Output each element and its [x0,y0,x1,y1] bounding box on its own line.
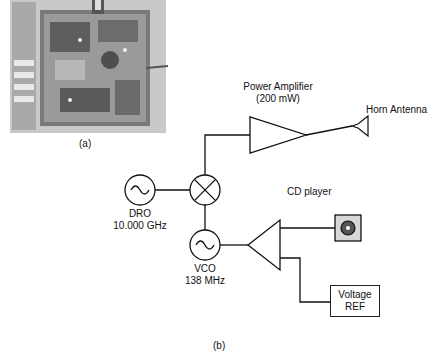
node-label: VCO [194,263,216,275]
cd-box [335,215,361,241]
cd-player: CD player [335,215,361,241]
mixer-symbol [190,175,220,205]
shape-outline [335,215,361,241]
voltage-ref-box: Voltage REF [330,285,380,317]
panel-label: (a) [79,138,91,150]
wire [155,135,335,302]
shape-outline [190,230,220,260]
panel-label: (b) [213,340,225,352]
vco-oscillator: VCO138 MHz [190,230,220,260]
node-label: Voltage REF [335,289,375,313]
circuit-photo [10,0,168,133]
sine-symbol [131,186,149,194]
node-label: Power Amplifier (200 mW) [236,81,320,105]
cd-hole [346,226,350,230]
dro-oscillator: DRO10.000 GHz [125,175,155,205]
shape-outline [125,175,155,205]
node-label: 10.000 GHz [113,220,166,232]
sine-symbol [196,241,214,249]
amplifier-symbol [248,220,280,270]
horn-antenna: Horn Antenna [352,116,368,136]
node-label: DRO [129,208,151,220]
oscillator-circle [125,175,155,205]
node-label: 138 MHz [185,275,225,287]
node-label: Horn Antenna [366,104,427,116]
node-label: CD player [287,186,331,198]
shape-outline [352,116,368,136]
shape-outline [250,117,306,153]
horn-outline [352,116,368,136]
amplifier-triangle [250,117,306,153]
power-amplifier: Power Amplifier (200 mW) [250,117,306,153]
cd-disc [341,221,355,235]
connector [306,126,352,135]
oscillator-circle [190,230,220,260]
